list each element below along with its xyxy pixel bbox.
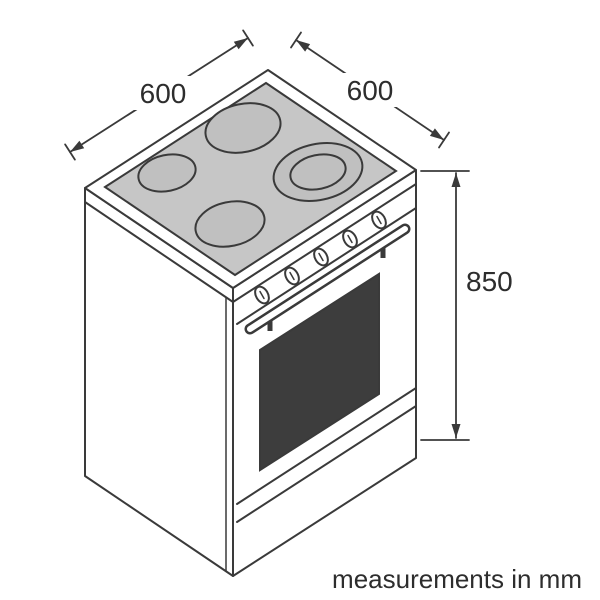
control-knob xyxy=(313,247,329,267)
control-knob xyxy=(254,285,270,305)
arrowhead xyxy=(429,128,444,140)
arrowhead xyxy=(451,424,461,438)
burner-zone-front-icon xyxy=(194,200,266,248)
hob-rim-front-edge xyxy=(232,183,417,303)
control-knobs xyxy=(254,210,387,305)
burner-zone-back-icon xyxy=(204,102,282,154)
burner-zone-right-inner-icon xyxy=(289,153,347,191)
arrowhead xyxy=(70,140,85,152)
arrowhead xyxy=(296,40,311,52)
control-knob xyxy=(371,210,387,230)
cooker-illustration xyxy=(84,69,417,577)
oven-door-handle xyxy=(244,223,411,335)
storage-drawer-top-edge xyxy=(236,405,417,523)
dimension-width-label-box xyxy=(134,76,192,110)
hob-rim-side-edge xyxy=(84,201,234,303)
dimension-height: 850 xyxy=(420,170,513,441)
burner-zone-left-icon xyxy=(137,153,197,193)
dimension-height-label: 850 xyxy=(466,266,513,297)
arrowhead xyxy=(451,173,461,187)
dimension-depth-label-box xyxy=(341,73,399,107)
oven-door-bottom-edge xyxy=(236,387,417,505)
control-knob xyxy=(284,266,300,286)
measurements-caption: measurements in mm xyxy=(332,564,582,594)
oven-door-top-edge xyxy=(236,207,417,325)
dimension-width-label: 600 xyxy=(140,78,187,109)
oven-door-window xyxy=(259,272,380,472)
control-knob xyxy=(342,229,358,249)
dimension-depth: 600 xyxy=(290,31,450,149)
dimension-depth-label: 600 xyxy=(347,75,394,106)
dimension-width: 600 xyxy=(64,29,254,161)
arrowhead xyxy=(233,38,248,50)
